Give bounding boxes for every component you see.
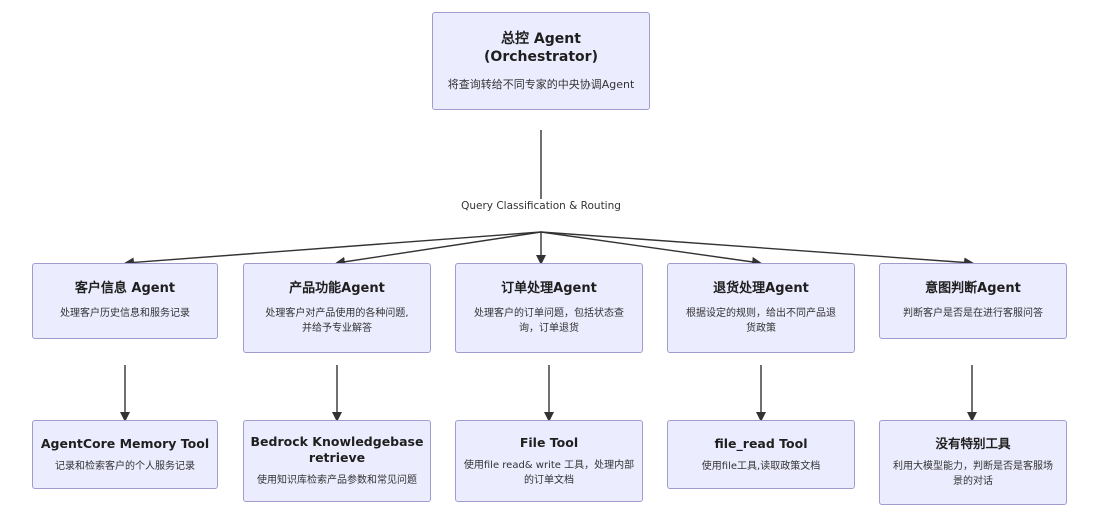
product-agent-description: 处理客户对产品使用的各种问题, 并给予专业解答: [265, 306, 408, 336]
memory-tool-title-line1: AgentCore Memory Tool: [40, 435, 210, 451]
edge-routing-to-product-agent: [335, 231, 542, 267]
file-tool-desc-line2: 的订单文档: [523, 474, 574, 486]
return-agent-title: 退货处理Agent: [713, 280, 809, 296]
file-tool-title-line1: File Tool: [519, 434, 579, 450]
knowledgebase-tool-description: 使用知识库检索产品参数和常见问题: [257, 473, 417, 488]
memory-tool-description: 记录和检索客户的个人服务记录: [55, 459, 195, 474]
memory-tool-desc-line1: 记录和检索客户的个人服务记录: [55, 460, 195, 472]
no-tool-desc-line2: 景的对话: [953, 476, 993, 487]
order-agent-description: 处理客户的订单问题，包括状态查 询，订单退货: [474, 306, 624, 336]
intent-agent-description: 判断客户是否是在进行客服问答: [903, 306, 1043, 321]
intent-agent-desc-line1: 判断客户是否是在进行客服问答: [903, 308, 1043, 319]
knowledgebase-tool-title-line2: retrieve: [308, 450, 366, 465]
file-read-tool-desc-line1: 使用file工具,读取政策文档: [701, 460, 821, 472]
knowledgebase-tool-title: Bedrock Knowledgebase retrieve: [251, 434, 424, 466]
memory-tool-node: AgentCore Memory Tool 记录和检索客户的个人服务记录: [32, 420, 218, 489]
return-agent-desc-line1: 根据设定的规则，给出不同产品退: [686, 307, 836, 319]
order-agent-title: 订单处理Agent: [501, 280, 597, 296]
memory-tool-title: AgentCore Memory Tool: [41, 436, 209, 452]
orchestrator-title: 总控 Agent (Orchestrator): [484, 30, 598, 66]
file-read-tool-node: file_read Tool 使用file工具,读取政策文档: [667, 420, 855, 489]
product-agent-desc-line1: 处理客户对产品使用的各种问题,: [265, 307, 409, 319]
return-agent-desc-line2: 货政策: [746, 322, 776, 334]
file-tool-title: File Tool: [520, 435, 578, 451]
no-tool-node: 没有特别工具 利用大模型能力，判断是否是客服场 景的对话: [879, 420, 1067, 505]
order-agent-desc-line1: 处理客户的订单问题，包括状态查: [474, 307, 624, 319]
edge-routing-to-customer-info-agent: [124, 231, 542, 268]
edge-routing-to-return-agent: [540, 231, 762, 267]
intent-agent-title: 意图判断Agent: [925, 281, 1021, 296]
edge-routing-to-intent-agent: [540, 231, 974, 268]
file-tool-desc-line1: 使用file read& write 工具，处理内部: [463, 459, 635, 471]
file-read-tool-title-line1: file_read Tool: [714, 435, 808, 451]
return-agent-description: 根据设定的规则，给出不同产品退 货政策: [686, 306, 836, 336]
file-tool-description: 使用file read& write 工具，处理内部 的订单文档: [464, 458, 634, 488]
order-agent-desc-line2: 询，订单退货: [519, 322, 579, 334]
knowledgebase-tool-node: Bedrock Knowledgebase retrieve 使用知识库检索产品…: [243, 420, 431, 502]
no-tool-title: 没有特别工具: [935, 436, 1010, 452]
product-agent-title: 产品功能Agent: [289, 280, 385, 296]
product-agent-desc-line2: 并给予专业解答: [302, 322, 372, 334]
customer-info-agent-desc-line1: 处理客户历史信息和服务记录: [60, 308, 190, 319]
customer-info-agent-title: 客户信息 Agent: [74, 281, 176, 296]
customer-info-agent-description: 处理客户历史信息和服务记录: [60, 306, 190, 321]
file-tool-node: File Tool 使用file read& write 工具，处理内部 的订单…: [455, 420, 643, 502]
product-agent-node: 产品功能Agent 处理客户对产品使用的各种问题, 并给予专业解答: [243, 263, 431, 353]
file-read-tool-title: file_read Tool: [715, 436, 808, 452]
customer-info-agent-node: 客户信息 Agent 处理客户历史信息和服务记录: [32, 263, 218, 339]
no-tool-description: 利用大模型能力，判断是否是客服场 景的对话: [893, 459, 1053, 489]
orchestrator-title-line1: 总控 Agent: [501, 31, 581, 47]
no-tool-title-line1: 没有特别工具: [935, 436, 1011, 451]
knowledgebase-tool-desc-line1: 使用知识库检索产品参数和常见问题: [257, 475, 417, 486]
orchestrator-description: 将查询转给不同专家的中央协调Agent: [447, 78, 635, 91]
file-read-tool-description: 使用file工具,读取政策文档: [702, 459, 820, 474]
return-agent-node: 退货处理Agent 根据设定的规则，给出不同产品退 货政策: [667, 263, 855, 353]
orchestrator-node: 总控 Agent (Orchestrator) 将查询转给不同专家的中央协调Ag…: [432, 12, 650, 110]
no-tool-desc-line1: 利用大模型能力，判断是否是客服场: [893, 461, 1053, 472]
order-agent-node: 订单处理Agent 处理客户的订单问题，包括状态查 询，订单退货: [455, 263, 643, 353]
routing-label: Query Classification & Routing: [441, 199, 641, 213]
intent-agent-node: 意图判断Agent 判断客户是否是在进行客服问答: [879, 263, 1067, 339]
orchestrator-title-line2: (Orchestrator): [484, 49, 598, 65]
knowledgebase-tool-title-line1: Bedrock Knowledgebase: [250, 434, 424, 449]
